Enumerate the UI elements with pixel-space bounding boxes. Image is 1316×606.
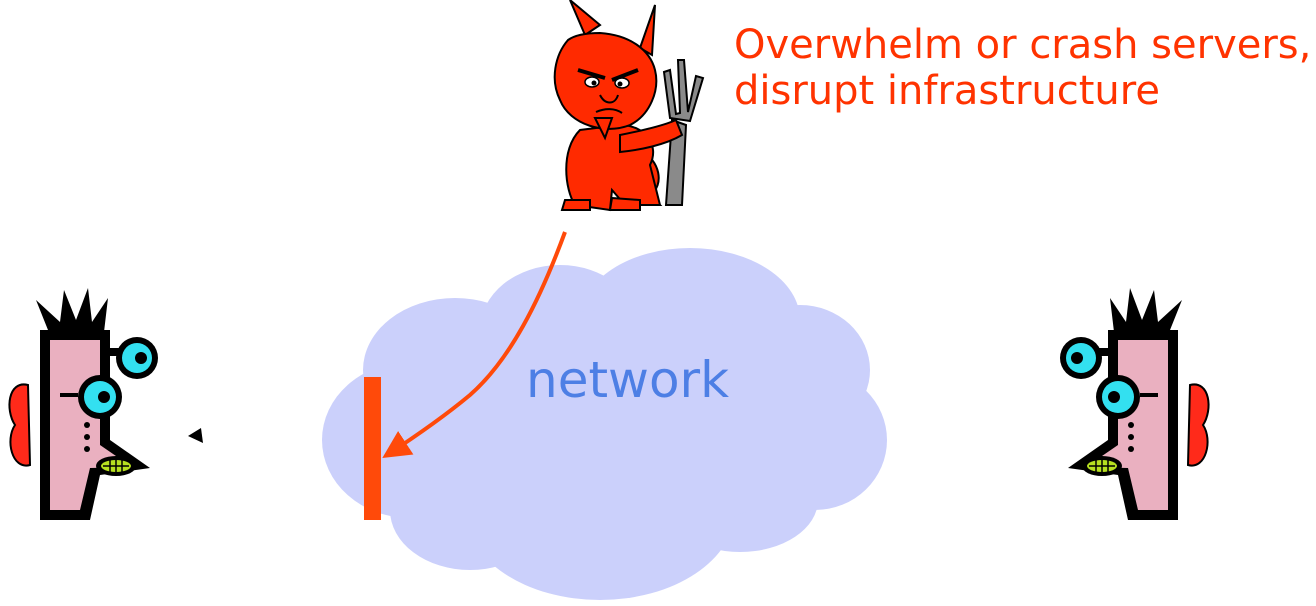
attacker-goal-caption: Overwhelm or crash servers, disrupt infr…: [734, 22, 1314, 114]
attacker-goal-line-2: disrupt infrastructure: [734, 68, 1160, 114]
small-arrowhead-icon: [188, 428, 203, 443]
attacker-goal-line-1: Overwhelm or crash servers,: [734, 22, 1312, 68]
left-person-icon: [8, 288, 158, 520]
attack-arrow: [382, 231, 567, 459]
blocked-link-bar: [364, 377, 381, 520]
network-cloud: [322, 248, 887, 600]
network-label: network: [526, 351, 730, 409]
devil-icon: [553, 0, 705, 212]
right-person-icon: [1060, 288, 1210, 520]
